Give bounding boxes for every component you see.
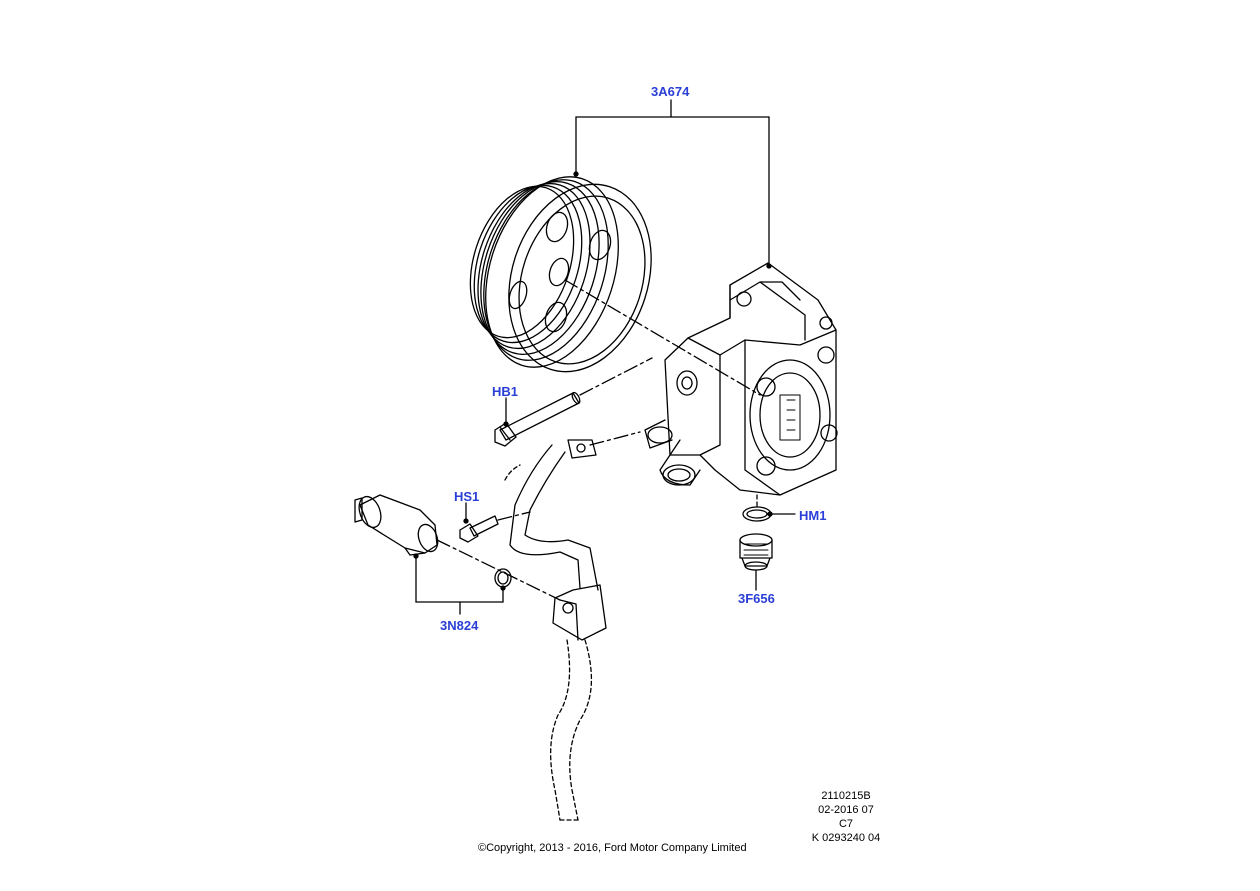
leader-hs1 (463, 502, 469, 524)
copyright-notice: ©Copyright, 2013 - 2016, Ford Motor Comp… (478, 842, 747, 854)
centerline-pulley (564, 279, 761, 396)
o-ring-3n824 (494, 568, 512, 588)
leader-hb1 (503, 397, 509, 427)
meta-date: 02-2016 07 (818, 804, 874, 816)
meta-illustration-id: 2110215B (821, 790, 871, 802)
callout-hb1[interactable]: HB1 (492, 384, 519, 399)
callout-3f656[interactable]: 3F656 (738, 591, 775, 606)
callout-3n824[interactable]: 3N824 (440, 618, 479, 633)
pressure-hose (504, 431, 641, 821)
pressure-switch (354, 494, 561, 601)
leader-hm1 (767, 511, 796, 517)
pulley-wheel (469, 176, 652, 373)
meta-code: C7 (838, 818, 854, 830)
pump-body (644, 262, 838, 496)
leader-3a674 (573, 99, 772, 269)
seal-hm1 (742, 494, 772, 522)
union-3f656 (739, 533, 773, 571)
callout-3a674[interactable]: 3A674 (651, 84, 690, 99)
callout-hs1[interactable]: HS1 (454, 489, 480, 504)
bolt-hs1 (459, 511, 531, 543)
meta-reference: K 0293240 04 (811, 832, 881, 844)
bolt-hb1 (494, 357, 653, 447)
callout-hm1[interactable]: HM1 (799, 508, 827, 523)
leader-3n824 (413, 553, 506, 615)
